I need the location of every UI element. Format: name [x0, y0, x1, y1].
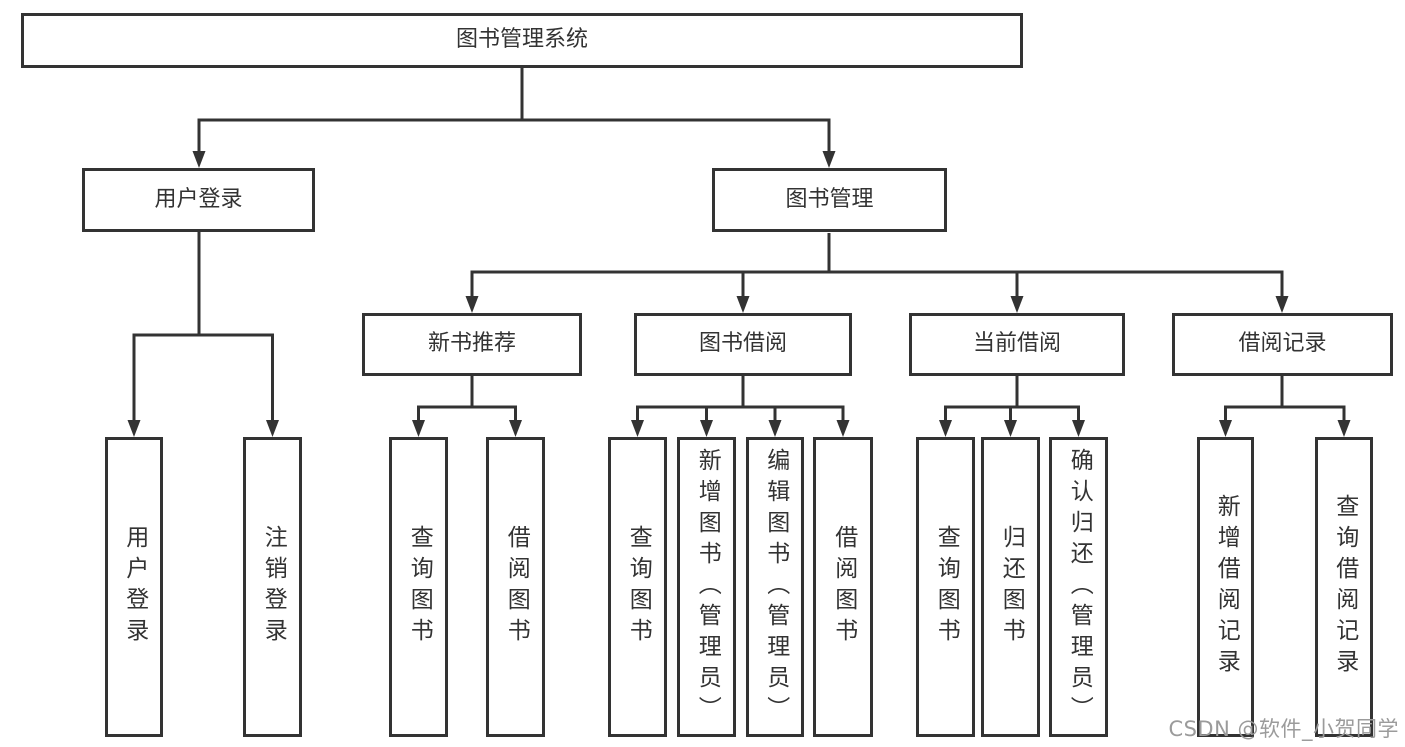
csdn-watermark: CSDN @软件_小贺同学	[1168, 717, 1399, 741]
node-new-book-recommend: 新书推荐	[362, 313, 582, 376]
node-current-borrow: 当前借阅	[909, 313, 1125, 376]
leaf-edit-books-admin: 编辑图书（管理员）	[746, 437, 804, 737]
node-user-login: 用户登录	[82, 168, 315, 232]
leaf-borrow-books-recommend: 借阅图书	[486, 437, 545, 737]
leaf-query-books-recommend: 查询图书	[389, 437, 448, 737]
leaf-user-login: 用户登录	[105, 437, 163, 737]
leaf-add-books-admin: 新增图书（管理员）	[677, 437, 736, 737]
leaf-query-books-borrow: 查询图书	[608, 437, 667, 737]
leaf-borrow-books: 借阅图书	[813, 437, 873, 737]
leaf-query-borrow-record: 查询借阅记录	[1315, 437, 1373, 737]
leaf-logout: 注销登录	[243, 437, 302, 737]
node-library-management-system: 图书管理系统	[21, 13, 1023, 68]
leaf-add-borrow-record: 新增借阅记录	[1197, 437, 1254, 737]
node-book-management: 图书管理	[712, 168, 947, 232]
leaf-confirm-return-admin: 确认归还（管理员）	[1049, 437, 1108, 737]
leaf-return-books: 归还图书	[981, 437, 1040, 737]
leaf-query-books-current: 查询图书	[916, 437, 975, 737]
node-book-borrow: 图书借阅	[634, 313, 852, 376]
node-borrow-records: 借阅记录	[1172, 313, 1393, 376]
